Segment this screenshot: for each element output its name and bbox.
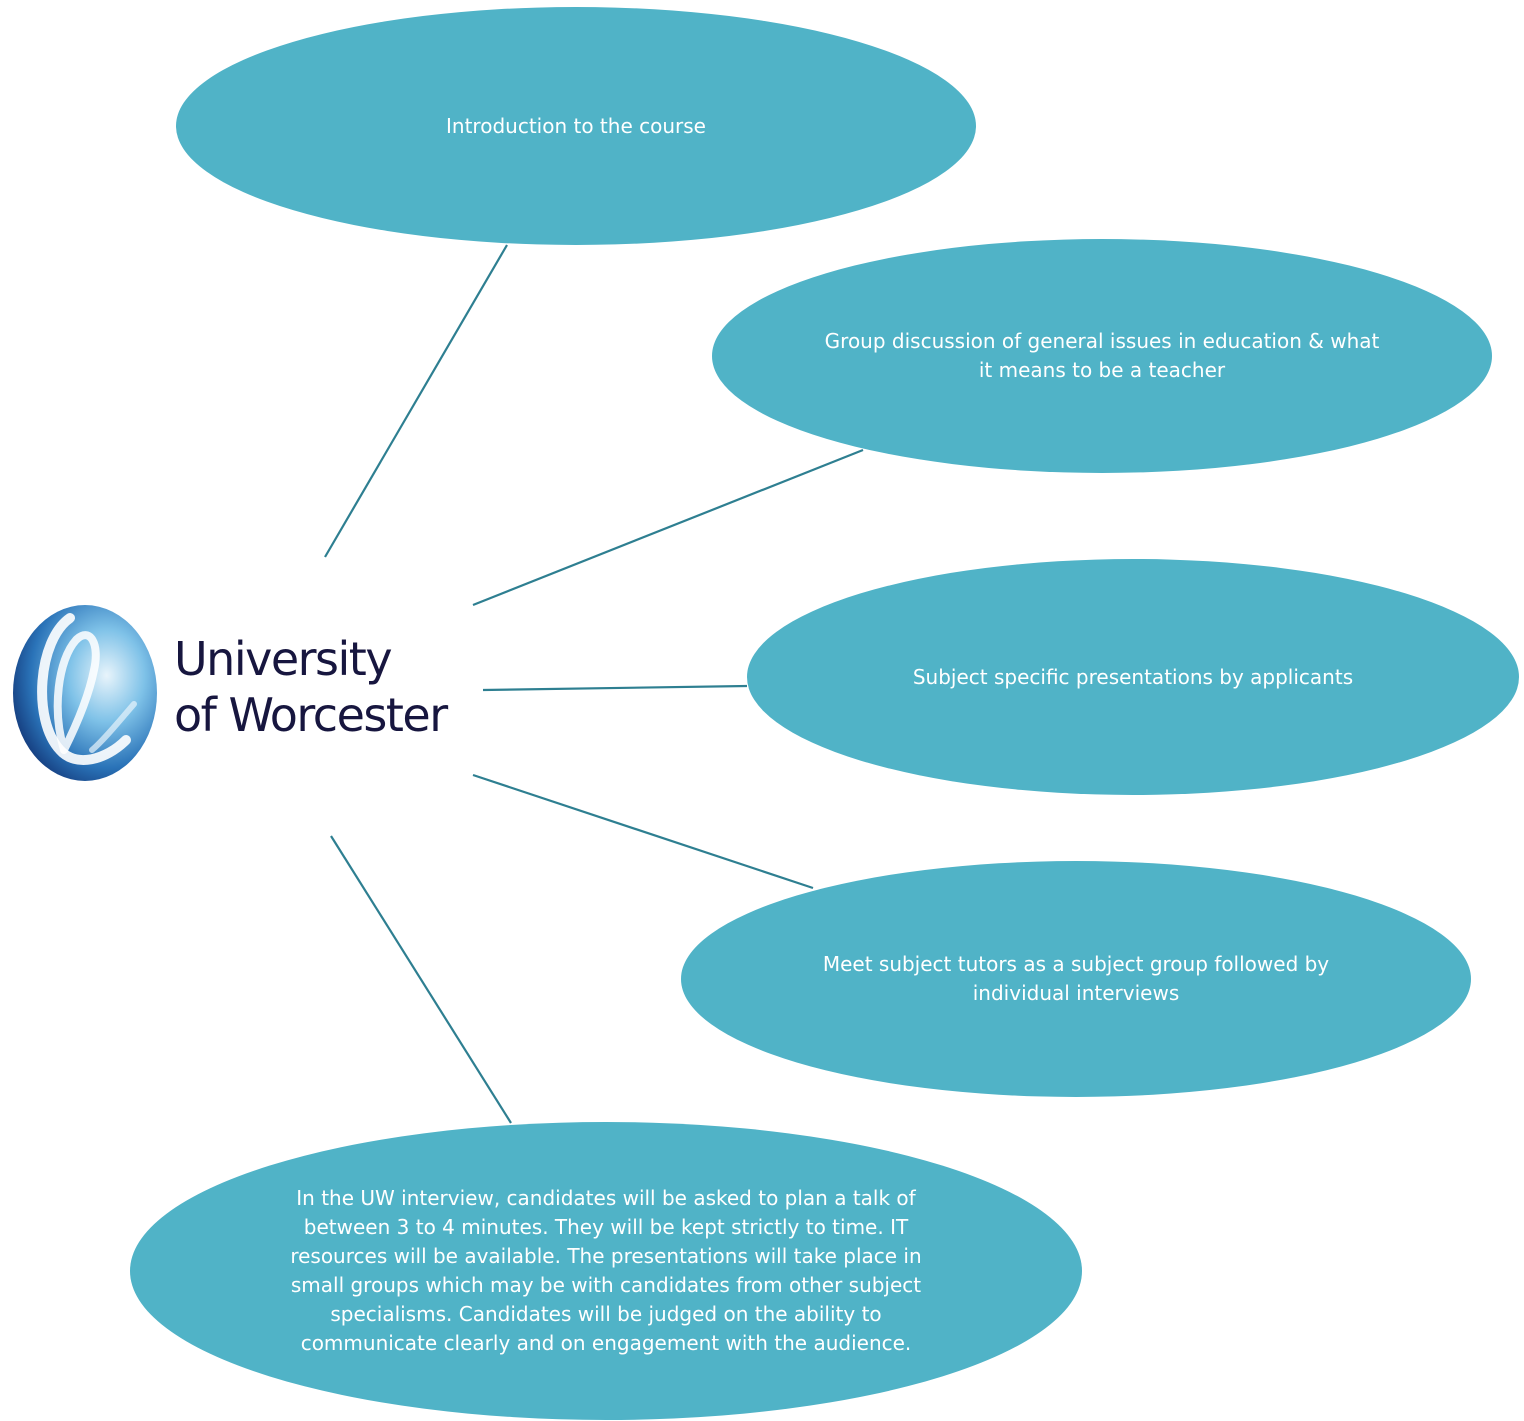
bubble-intro-label: Introduction to the course: [446, 113, 706, 138]
bubble-tutors: [681, 861, 1471, 1097]
bubble-group: [712, 239, 1492, 473]
bubble-interview: [130, 1122, 1082, 1420]
connector-group: [472, 448, 864, 607]
connector-intro: [324, 244, 508, 558]
bubble-tutors-label: Meet subject tutors as a subject group f…: [822, 952, 1330, 1005]
logo-line-2: of Worcester: [174, 688, 448, 742]
university-emblem-icon: [13, 605, 157, 781]
connector-tutors: [472, 773, 814, 890]
bubble-interview-label: In the UW interview, candidates will be …: [290, 1186, 922, 1355]
bubble-presentations: [747, 559, 1519, 795]
logo-line-1: University: [174, 632, 393, 686]
bubble-intro: [176, 7, 976, 245]
university-logo: University of Worcester: [8, 600, 488, 790]
bubble-presentations-label: Subject specific presentations by applic…: [912, 664, 1354, 689]
connector-presentations: [482, 684, 748, 692]
bubble-group-label: Group discussion of general issues in ed…: [824, 329, 1380, 382]
connector-interview: [330, 835, 512, 1124]
